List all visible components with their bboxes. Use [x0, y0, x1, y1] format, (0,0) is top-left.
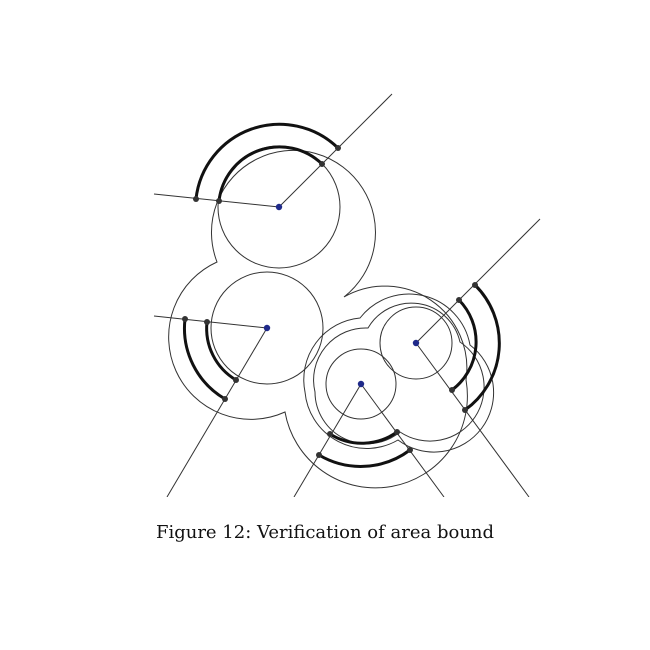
thick-arc-top-inner	[217, 145, 324, 202]
center-point-bottom	[357, 380, 365, 388]
circle-left	[210, 271, 324, 385]
vertex-point	[456, 297, 462, 303]
center-point-left	[263, 324, 271, 332]
inner-boundary-curve	[313, 302, 485, 445]
thick-arc-top-outer	[194, 122, 340, 200]
vertex-point	[233, 377, 239, 383]
vertex-point	[216, 198, 222, 204]
vertex-point	[327, 431, 333, 437]
vertex-point	[462, 407, 468, 413]
thick-arc-right-outer	[464, 283, 501, 412]
vertex-point	[472, 282, 478, 288]
outer-boundary-curve	[168, 149, 468, 489]
ray-left-left	[153, 315, 268, 329]
ray-right-up	[415, 218, 541, 344]
center-point-top	[275, 203, 283, 211]
thick-arc-left-inner	[205, 321, 237, 382]
middle-boundary-curve	[303, 293, 495, 453]
thick-arc-right-inner	[451, 298, 478, 392]
vertex-point	[335, 145, 341, 151]
ray-right-down	[415, 342, 530, 497]
vertex-point	[407, 447, 413, 453]
ray-left-down	[166, 327, 268, 497]
center-point-right	[412, 339, 420, 347]
figure-caption: Figure 12: Verification of area bound	[155, 522, 495, 543]
vertex-point	[182, 316, 188, 322]
ray-top-diagonal	[278, 93, 393, 208]
vertex-points	[182, 145, 478, 458]
circle-bottom	[325, 348, 397, 420]
ray-bottom-right	[360, 383, 445, 497]
vertex-point	[394, 429, 400, 435]
vertex-point	[222, 396, 228, 402]
vertex-point	[193, 196, 199, 202]
ray-bottom-left	[293, 383, 362, 497]
vertex-point	[319, 161, 325, 167]
circle-right	[379, 306, 453, 380]
thick-arc-bottom-inner	[329, 430, 398, 445]
thick-arc-left-outer	[183, 318, 226, 401]
vertex-point	[204, 319, 210, 325]
radial-lines	[153, 93, 541, 497]
center-points	[263, 203, 420, 388]
vertex-point	[316, 452, 322, 458]
vertex-point	[449, 387, 455, 393]
thick-arc-bottom-outer	[318, 448, 411, 468]
